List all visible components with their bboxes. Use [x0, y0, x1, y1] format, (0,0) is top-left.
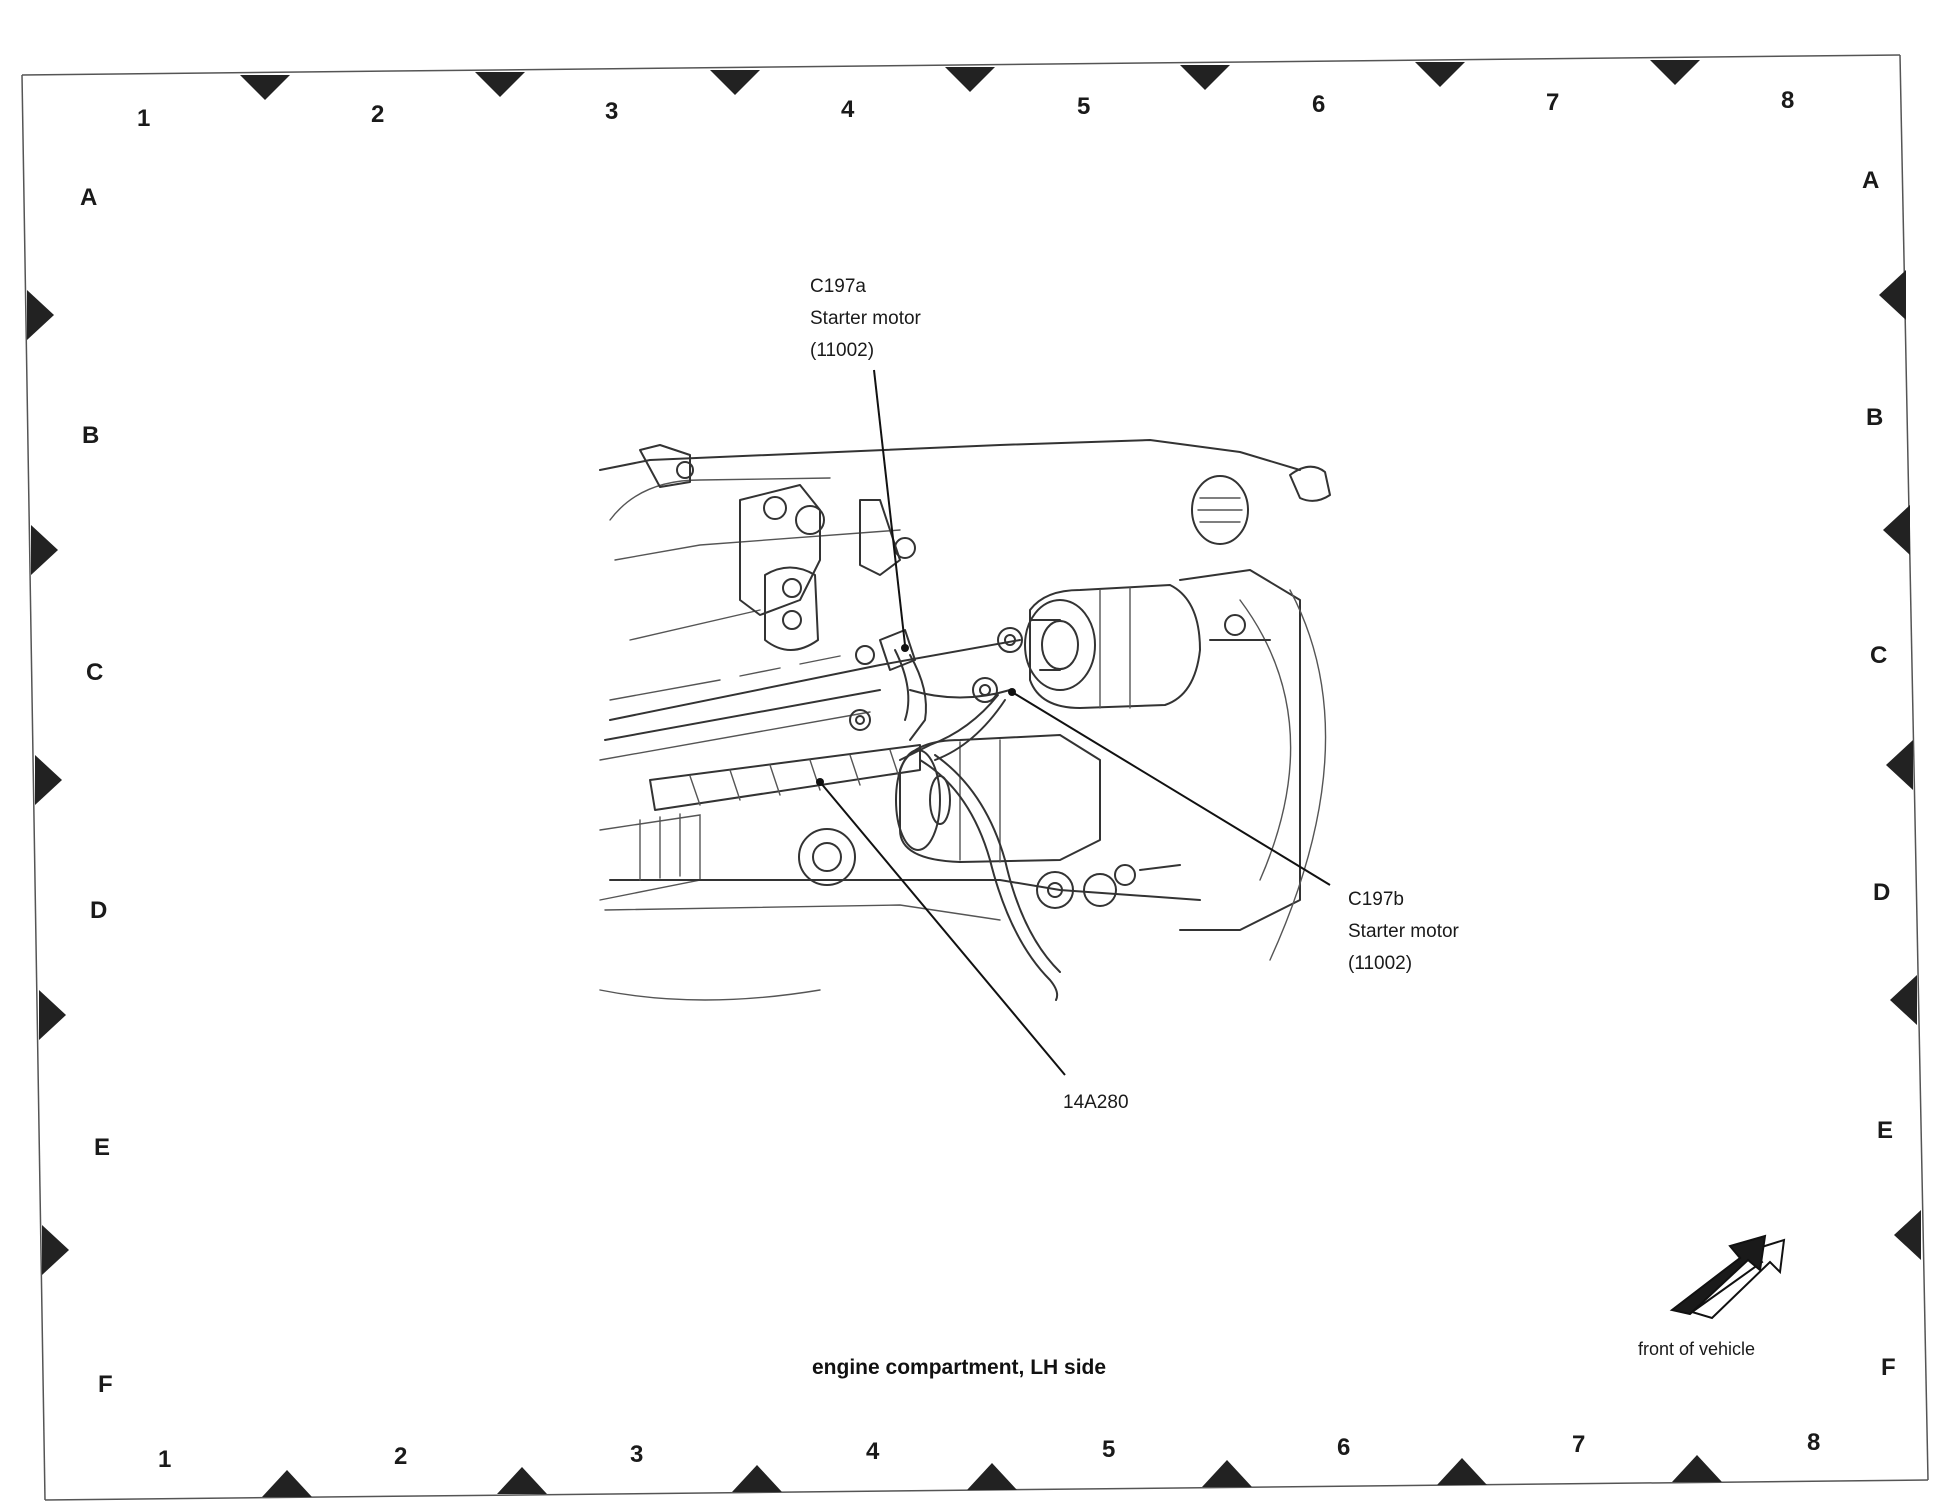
column-label: 2: [371, 101, 384, 128]
zone-marker: [35, 755, 62, 805]
diagram-title: engine compartment, LH side: [812, 1356, 1106, 1379]
row-label: D: [90, 897, 107, 924]
front-of-vehicle-arrow-icon: [1669, 1234, 1786, 1320]
callout-leaders: [816, 369, 1331, 1076]
zone-marker: [42, 1225, 69, 1275]
leader-dot: [901, 644, 909, 652]
zone-marker: [1672, 1455, 1722, 1482]
zone-marker: [1202, 1460, 1252, 1487]
zone-marker: [1890, 975, 1917, 1025]
connector-id: C197a: [810, 276, 866, 297]
callout-c197a: C197a Starter motor (11002): [810, 276, 922, 361]
zone-marker: [27, 290, 54, 340]
left-row-labels: A B C D E F: [80, 184, 113, 1398]
top-zone-markers: [240, 60, 1700, 100]
zone-marker: [1650, 60, 1700, 85]
row-label: D: [1873, 879, 1890, 906]
part-number: (11002): [810, 340, 874, 361]
column-label: 4: [841, 96, 855, 123]
zone-marker: [732, 1465, 782, 1492]
row-label: E: [1877, 1117, 1893, 1144]
diagram-frame: [21, 54, 1929, 1501]
column-label: 2: [394, 1443, 407, 1470]
zone-marker: [39, 990, 66, 1040]
zone-marker: [475, 72, 525, 97]
zone-marker: [1879, 270, 1906, 320]
harness-id: 14A280: [1063, 1092, 1129, 1113]
right-zone-markers: [1879, 270, 1921, 1260]
row-label: C: [1870, 642, 1887, 669]
leader-c197b: [1011, 691, 1331, 886]
right-row-labels: A B C D E F: [1862, 167, 1896, 1381]
row-label: E: [94, 1134, 110, 1161]
zone-marker: [1180, 65, 1230, 90]
zone-marker: [710, 70, 760, 95]
left-zone-markers: [27, 290, 69, 1275]
zone-marker: [967, 1463, 1017, 1490]
zone-marker: [1894, 1210, 1921, 1260]
part-number: (11002): [1348, 953, 1412, 974]
column-label: 5: [1102, 1436, 1115, 1463]
column-label: 7: [1546, 89, 1559, 116]
row-label: A: [1862, 167, 1879, 194]
column-label: 8: [1807, 1429, 1820, 1456]
leader-c197a: [873, 369, 906, 646]
zone-marker: [31, 525, 58, 575]
top-column-labels: 1 2 3 4 5 6 7 8: [137, 87, 1794, 132]
callout-c197b: C197b Starter motor (11002): [1348, 889, 1460, 974]
leader-dot: [1008, 688, 1016, 696]
zone-marker: [497, 1467, 547, 1494]
column-label: 5: [1077, 93, 1090, 120]
component-name: Starter motor: [1348, 921, 1460, 942]
zone-marker: [1886, 740, 1913, 790]
callout-14a280: 14A280: [1063, 1092, 1129, 1113]
column-label: 1: [137, 105, 150, 132]
leader-dot: [816, 778, 824, 786]
column-label: 4: [866, 1438, 880, 1465]
engine-illustration: [599, 439, 1331, 1001]
zone-marker: [262, 1470, 312, 1497]
row-label: F: [1881, 1354, 1896, 1381]
row-label: C: [86, 659, 103, 686]
bottom-column-labels: 1 2 3 4 5 6 7 8: [158, 1429, 1820, 1473]
row-label: B: [82, 422, 99, 449]
column-label: 3: [630, 1441, 643, 1468]
column-label: 6: [1337, 1434, 1350, 1461]
row-label: B: [1866, 404, 1883, 431]
leader-14a280: [819, 781, 1066, 1076]
column-label: 7: [1572, 1431, 1585, 1458]
bottom-zone-markers: [262, 1455, 1722, 1497]
zone-marker: [1415, 62, 1465, 87]
zone-marker: [1437, 1458, 1487, 1485]
row-label: F: [98, 1371, 113, 1398]
column-label: 3: [605, 98, 618, 125]
column-label: 8: [1781, 87, 1794, 114]
zone-marker: [240, 75, 290, 100]
connector-id: C197b: [1348, 889, 1404, 910]
column-label: 1: [158, 1446, 171, 1473]
row-label: A: [80, 184, 97, 211]
column-label: 6: [1312, 91, 1325, 118]
zone-marker: [1883, 505, 1910, 555]
component-name: Starter motor: [810, 308, 922, 329]
orientation-label: front of vehicle: [1638, 1339, 1755, 1359]
zone-marker: [945, 67, 995, 92]
